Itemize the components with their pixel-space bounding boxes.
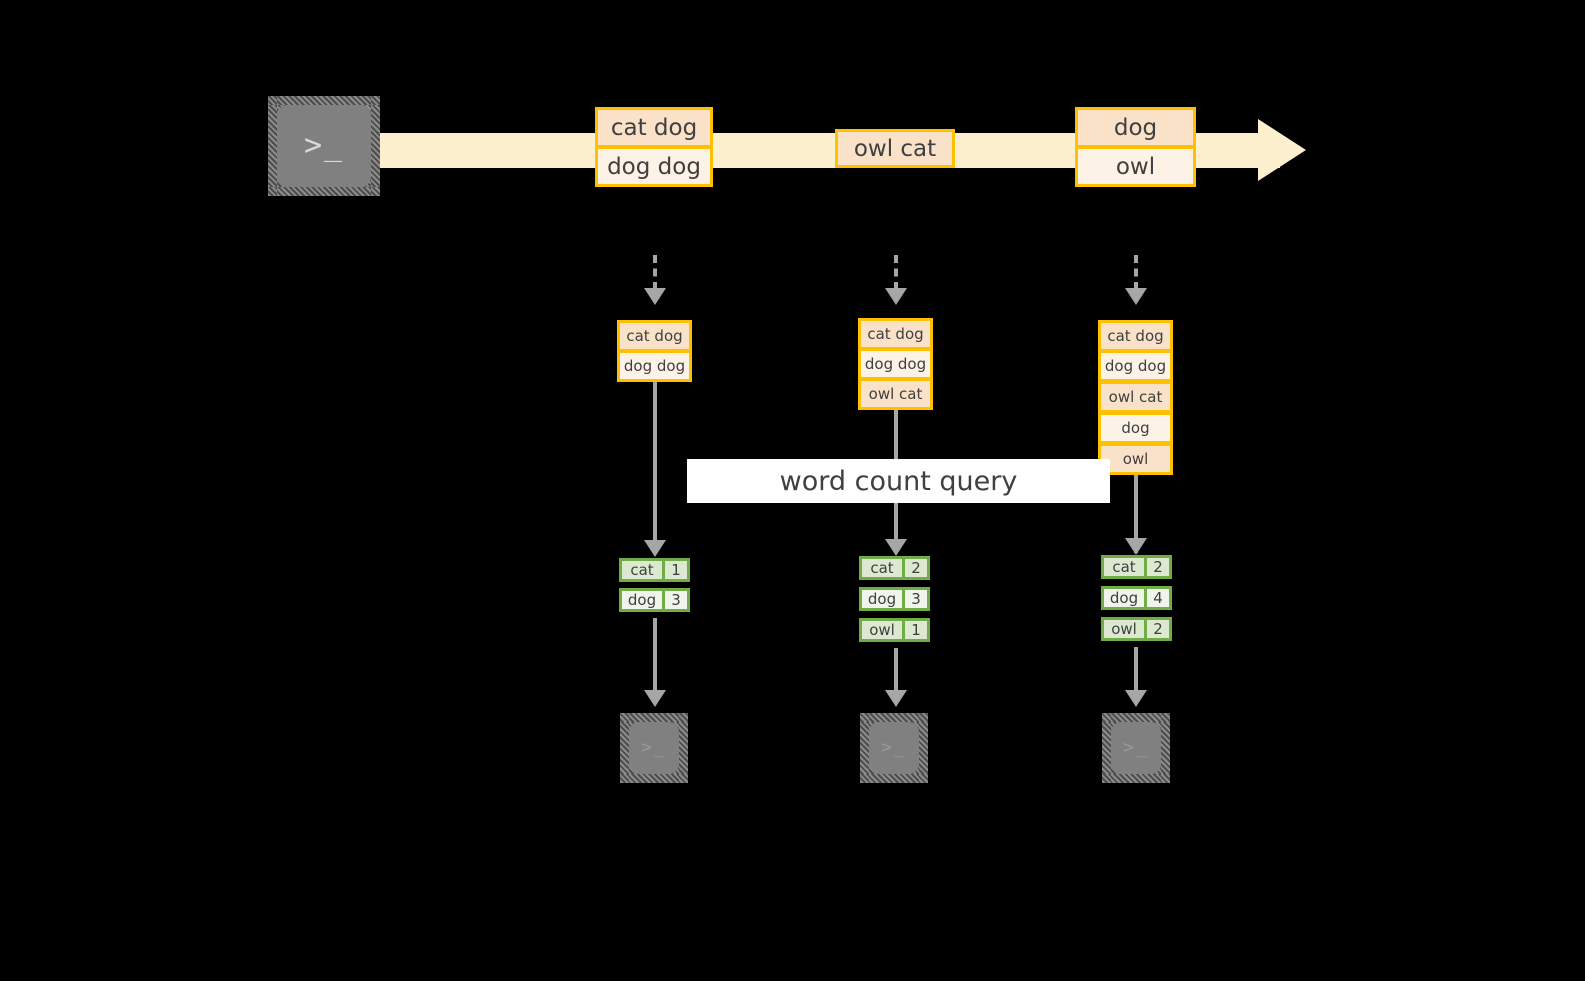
terminal-body: >_ <box>277 105 371 187</box>
count-cell: 2 <box>1144 555 1172 579</box>
stream-record: cat dog <box>595 107 713 148</box>
stream-record: dog dog <box>595 146 713 187</box>
stream-to-buffer-arrowhead <box>885 288 907 305</box>
count-cell: 3 <box>902 587 930 611</box>
buffer-to-result-arrowhead <box>885 539 907 556</box>
buffer-row: cat dog <box>1098 320 1173 352</box>
query-label-band <box>687 459 1110 503</box>
count-cell: 1 <box>662 558 690 582</box>
terminal-body: >_ <box>1111 722 1161 774</box>
stream-to-buffer-arrowhead <box>644 288 666 305</box>
buffer-row: owl cat <box>858 378 933 410</box>
count-cell: 4 <box>1144 586 1172 610</box>
terminal-prompt-glyph: >_ <box>1123 737 1149 758</box>
count-cell: 3 <box>662 588 690 612</box>
buffer-row: dog <box>1098 412 1173 444</box>
word-cell: owl <box>859 618 905 642</box>
stream-to-buffer-arrowhead <box>1125 288 1147 305</box>
buffer-to-result-arrowhead <box>644 540 666 557</box>
table-row: cat 2 <box>1101 555 1172 579</box>
source-terminal-icon: >_ <box>268 96 380 196</box>
buffer-row: owl <box>1098 443 1173 475</box>
count-cell: 1 <box>902 618 930 642</box>
result-to-sink-arrowhead <box>644 690 666 707</box>
stream-record: dog <box>1075 107 1196 148</box>
result-to-sink-arrowhead <box>885 690 907 707</box>
table-row: owl 1 <box>859 618 930 642</box>
buffer-to-result-line <box>653 382 657 554</box>
count-cell: 2 <box>902 556 930 580</box>
buffer-to-result-line <box>1134 475 1138 553</box>
stream-to-buffer-dashed-line <box>1134 255 1138 290</box>
terminal-prompt-glyph: >_ <box>881 737 907 758</box>
sink-terminal-icon: >_ <box>1102 713 1170 783</box>
count-cell: 2 <box>1144 617 1172 641</box>
result-to-sink-line <box>1134 647 1138 695</box>
buffer-row: dog dog <box>858 348 933 380</box>
table-row: dog 3 <box>619 588 690 612</box>
buffer-row: cat dog <box>858 318 933 350</box>
buffer-to-result-arrowhead <box>1125 538 1147 555</box>
query-label: word count query <box>779 465 1018 497</box>
stream-arrow-head <box>1258 119 1306 181</box>
table-row: cat 2 <box>859 556 930 580</box>
sink-terminal-icon: >_ <box>620 713 688 783</box>
result-to-sink-line <box>894 648 898 696</box>
result-to-sink-arrowhead <box>1125 690 1147 707</box>
buffer-row: dog dog <box>617 350 692 382</box>
word-cell: cat <box>859 556 905 580</box>
stream-to-buffer-dashed-line <box>894 255 898 290</box>
table-row: owl 2 <box>1101 617 1172 641</box>
word-cell: dog <box>1101 586 1147 610</box>
stream-to-buffer-dashed-line <box>653 255 657 290</box>
table-row: cat 1 <box>619 558 690 582</box>
buffer-row: owl cat <box>1098 381 1173 413</box>
stream-record: owl cat <box>835 129 955 168</box>
buffer-row: cat dog <box>617 320 692 352</box>
result-to-sink-line <box>653 618 657 696</box>
word-cell: dog <box>619 588 665 612</box>
word-cell: owl <box>1101 617 1147 641</box>
terminal-prompt-glyph: >_ <box>641 737 667 758</box>
word-cell: dog <box>859 587 905 611</box>
terminal-body: >_ <box>869 722 919 774</box>
word-cell: cat <box>619 558 665 582</box>
sink-terminal-icon: >_ <box>860 713 928 783</box>
terminal-body: >_ <box>629 722 679 774</box>
table-row: dog 4 <box>1101 586 1172 610</box>
stream-record: owl <box>1075 146 1196 187</box>
table-row: dog 3 <box>859 587 930 611</box>
terminal-prompt-glyph: >_ <box>303 128 345 163</box>
buffer-row: dog dog <box>1098 350 1173 382</box>
word-cell: cat <box>1101 555 1147 579</box>
